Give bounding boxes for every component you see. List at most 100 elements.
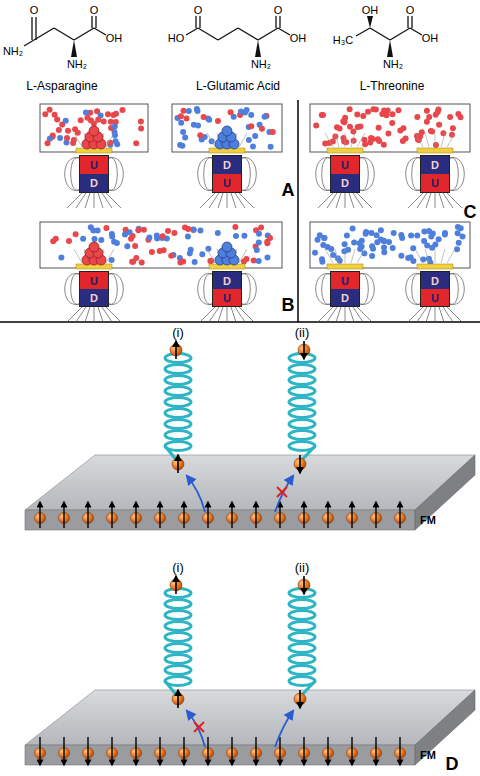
ion-dot xyxy=(384,112,390,118)
field-line xyxy=(336,307,341,322)
ion-dot xyxy=(442,230,448,236)
panel-divider xyxy=(0,321,480,323)
ion-dot xyxy=(397,128,403,134)
field-line xyxy=(447,307,462,322)
ion-dot xyxy=(370,136,376,142)
ion-dot xyxy=(343,139,349,145)
ion-dot xyxy=(207,258,213,264)
helix-coil xyxy=(165,622,191,631)
spin-arrow xyxy=(39,737,40,765)
spin-arrow xyxy=(175,341,177,359)
helix-coil xyxy=(289,420,315,429)
chemical-bond xyxy=(24,40,34,46)
field-line xyxy=(233,133,237,147)
spin-arrow xyxy=(375,502,376,528)
ion-dot xyxy=(201,114,207,120)
chemical-bond xyxy=(356,28,370,36)
ion-dot xyxy=(108,125,114,131)
chemical-bond xyxy=(54,28,74,40)
electrode xyxy=(417,264,453,269)
material-label: FM xyxy=(420,749,436,761)
ion-dot xyxy=(428,128,434,134)
ion-dot xyxy=(112,129,118,135)
spin-arrow xyxy=(207,502,208,528)
atom-label: NH₂ xyxy=(251,59,271,70)
field-line xyxy=(204,158,212,191)
field-line xyxy=(94,133,95,147)
spin-arrow xyxy=(159,737,160,765)
ion-dot xyxy=(50,238,56,244)
ion-dot xyxy=(205,246,211,252)
atom-label: OH xyxy=(362,5,379,16)
ion-dot xyxy=(187,250,193,256)
chemical-bond xyxy=(95,16,96,28)
helix-coil xyxy=(165,644,191,653)
spin-arrow xyxy=(327,502,328,528)
helix-coil xyxy=(165,420,191,429)
ion-dot xyxy=(341,119,347,125)
adsorbed-cluster xyxy=(85,132,95,142)
ion-dot xyxy=(337,258,343,264)
spin-arrow xyxy=(279,502,280,528)
field-line xyxy=(426,193,431,208)
field-line xyxy=(357,307,372,322)
adsorbed-cluster xyxy=(93,132,103,142)
helix-coil xyxy=(165,409,191,418)
ion-dot xyxy=(170,252,176,258)
ion-dot xyxy=(47,136,53,142)
solution-box xyxy=(172,104,282,152)
ion-dot xyxy=(428,234,434,240)
ion-dot xyxy=(266,129,272,135)
ion-dot xyxy=(98,237,104,243)
field-line xyxy=(415,249,423,263)
ion-dot xyxy=(199,251,205,257)
ion-dot xyxy=(107,140,113,146)
ion-dot xyxy=(182,134,188,140)
ion-dot xyxy=(123,227,129,233)
field-line xyxy=(426,307,431,322)
spin-arrow xyxy=(87,737,88,765)
ion-dot xyxy=(361,250,367,256)
ion-dot xyxy=(205,116,211,122)
ion-dot xyxy=(335,255,341,261)
helix-coil xyxy=(165,677,191,686)
ion-dot xyxy=(138,119,144,125)
field-line xyxy=(360,274,368,305)
helix-coil xyxy=(289,589,315,598)
chemical-bond xyxy=(410,28,422,35)
field-line xyxy=(207,133,215,147)
atom-label: O xyxy=(30,5,39,16)
field-line xyxy=(435,133,436,147)
ion-dot xyxy=(72,126,78,132)
helix-coil xyxy=(289,442,315,451)
ion-dot xyxy=(421,238,427,244)
ion-dot xyxy=(337,126,343,132)
ion-dot xyxy=(215,118,221,124)
ion-dot xyxy=(320,112,326,118)
field-line xyxy=(425,249,429,263)
spin-arrow xyxy=(231,502,232,528)
field-line xyxy=(360,274,374,305)
field-line xyxy=(200,193,215,208)
pole-letter: D xyxy=(331,289,359,306)
ion-dot xyxy=(347,124,353,130)
ion-dot xyxy=(341,135,347,141)
ion-dot xyxy=(414,114,420,120)
ion-dot xyxy=(322,141,328,147)
ion-dot xyxy=(390,245,396,251)
ion-dot xyxy=(262,114,268,120)
solution-box xyxy=(310,222,470,268)
ion-dot xyxy=(65,128,71,134)
pole-letter: U xyxy=(80,272,108,289)
spin-arrow xyxy=(207,737,208,765)
ion-dot xyxy=(139,260,145,266)
ion-dot xyxy=(433,112,439,118)
ion-dot xyxy=(455,111,461,117)
ion-dot xyxy=(109,231,115,237)
ion-dot xyxy=(185,226,191,232)
ion-dot xyxy=(315,237,321,243)
ion-dot xyxy=(369,253,375,259)
ion-dot xyxy=(237,112,243,118)
ion-dot xyxy=(381,142,387,148)
solution-box xyxy=(40,104,148,152)
